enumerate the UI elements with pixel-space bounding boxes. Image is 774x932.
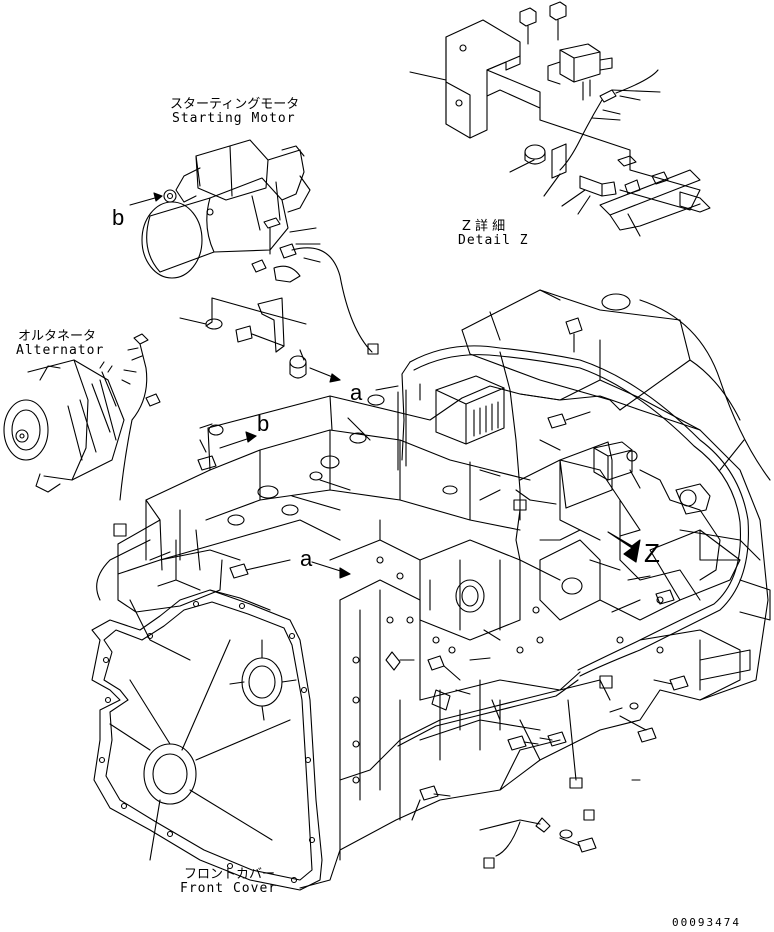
- detail-z-label-en: Detail Z: [458, 233, 529, 248]
- reference-b-block: b: [257, 411, 271, 436]
- front-cover-label-jp: フロントカバー: [184, 867, 276, 882]
- motor-bracket-parts: [180, 298, 340, 382]
- leader-lines: [150, 312, 744, 780]
- reference-b-left: b: [112, 205, 126, 230]
- starting-motor-drawing: [130, 140, 378, 354]
- front-cover-label-en: Front Cover: [180, 881, 278, 896]
- engine-block-drawing: [118, 290, 770, 888]
- alternator-label-en: Alternator: [16, 343, 105, 358]
- wiring-harness: [340, 346, 748, 868]
- drawing-number: 00093474: [672, 916, 741, 929]
- loose-bolts: [198, 424, 688, 852]
- reference-arrows: [220, 432, 640, 578]
- detail-z-drawing: [410, 2, 710, 236]
- detail-z-label-jp: Z 詳 細: [462, 219, 506, 234]
- starting-motor-label-en: Starting Motor: [172, 111, 296, 126]
- alternator-label-jp: オルタネータ: [18, 329, 97, 344]
- reference-a-lower: a: [300, 546, 314, 571]
- reference-a-upper: a: [350, 380, 364, 405]
- reference-z: Z: [644, 538, 661, 568]
- front-cover-drawing: [92, 520, 340, 890]
- alternator-drawing: [4, 334, 160, 536]
- starting-motor-label-jp: スターティングモータ: [170, 97, 300, 112]
